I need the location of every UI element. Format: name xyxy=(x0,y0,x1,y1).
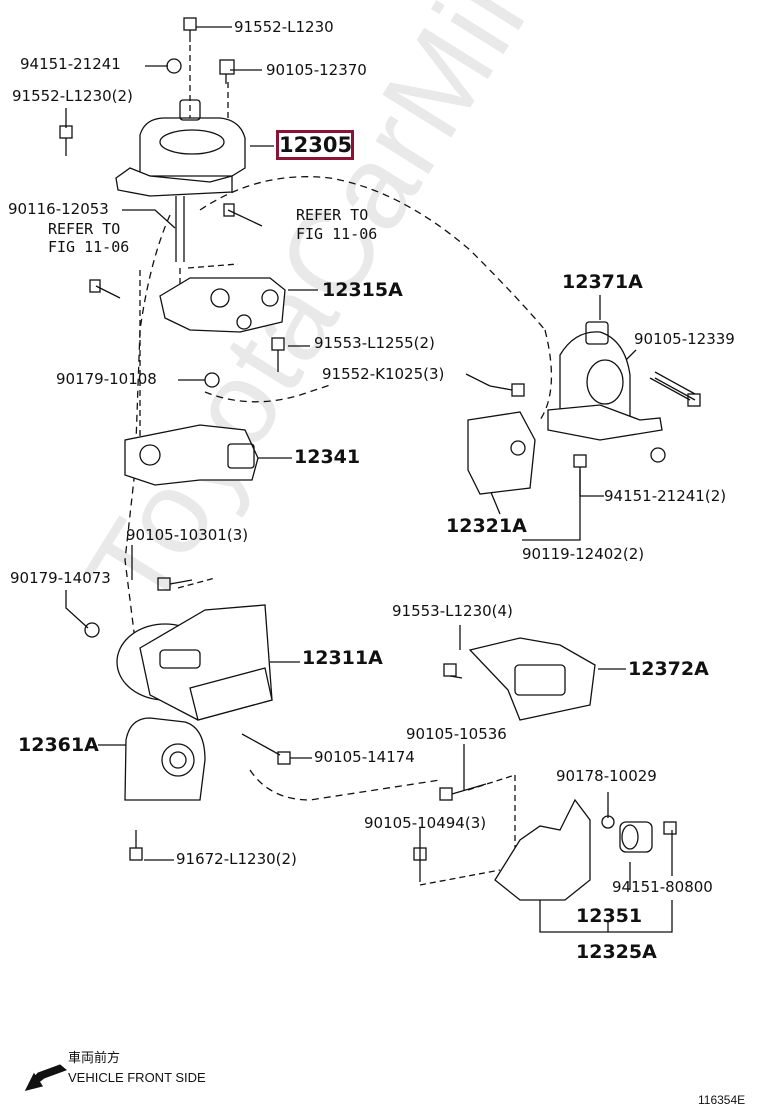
part-label-90179-14073[interactable]: 90179-14073 xyxy=(10,569,111,587)
part-label-90105-12339[interactable]: 90105-12339 xyxy=(634,330,735,348)
part-12305-mount xyxy=(115,99,246,262)
part-label-94151-21241-2[interactable]: 94151-21241(2) xyxy=(604,487,727,505)
part-12371A-mount xyxy=(547,321,696,441)
frame-outline-left xyxy=(124,214,171,641)
part-label-12321A[interactable]: 12321A xyxy=(446,515,527,537)
vehicle-front-jp: 車両前方 xyxy=(68,1050,121,1065)
part-label-12341[interactable]: 12341 xyxy=(294,446,361,468)
part-12372A-bracket xyxy=(468,637,596,721)
part-label-90119-12402-2[interactable]: 90119-12402(2) xyxy=(522,545,645,563)
refer-label-left-line2[interactable]: FIG 11-06 xyxy=(48,238,130,256)
vehicle-front-label: VEHICLE FRONT SIDE xyxy=(68,1070,206,1085)
part-label-91553-L1230-4[interactable]: 91553-L1230(4) xyxy=(392,602,513,620)
arrow-down-left-icon xyxy=(24,1064,67,1091)
part-label-91672-L1230-2[interactable]: 91672-L1230(2) xyxy=(176,850,297,868)
fasteners xyxy=(59,17,701,882)
part-label-90105-14174[interactable]: 90105-14174 xyxy=(314,748,415,766)
part-label-90105-10536[interactable]: 90105-10536 xyxy=(406,725,507,743)
part-label-91552-L1230[interactable]: 91552-L1230 xyxy=(234,18,334,36)
refer-label-left-line1: REFER TO xyxy=(48,220,121,238)
part-12315A-bracket xyxy=(159,277,286,333)
figure-id: 116354E xyxy=(698,1093,746,1107)
part-label-91553-L1255-2[interactable]: 91553-L1255(2) xyxy=(314,334,435,352)
part-label-12361A[interactable]: 12361A xyxy=(18,734,99,756)
part-label-12371A[interactable]: 12371A xyxy=(562,271,643,293)
part-label-90178-10029[interactable]: 90178-10029 xyxy=(556,767,657,785)
part-label-12325A[interactable]: 12325A xyxy=(576,941,657,963)
part-label-12311A[interactable]: 12311A xyxy=(302,647,383,669)
refer-label-right-line2[interactable]: FIG 11-06 xyxy=(296,225,378,243)
part-label-90116-12053[interactable]: 90116-12053 xyxy=(8,200,109,218)
part-label-91552-L1230-2[interactable]: 91552-L1230(2) xyxy=(12,87,133,105)
part-12325A-bracket xyxy=(494,798,653,901)
frame-outline-top xyxy=(199,176,546,331)
refer-label-right-line1: REFER TO xyxy=(296,206,369,224)
part-12341-bracket xyxy=(124,424,259,486)
part-label-12315A[interactable]: 12315A xyxy=(322,279,403,301)
part-label-94151-80800[interactable]: 94151-80800 xyxy=(612,878,713,896)
part-label-90105-10301-3[interactable]: 90105-10301(3) xyxy=(126,526,249,544)
part-12311A-bracket xyxy=(116,604,273,721)
part-12361A-mount xyxy=(124,717,206,801)
part-label-94151-21241[interactable]: 94151-21241 xyxy=(20,55,121,73)
part-12321A-bracket xyxy=(467,411,536,495)
part-label-12372A[interactable]: 12372A xyxy=(628,658,709,680)
part-label-91552-K1025-3[interactable]: 91552-K1025(3) xyxy=(322,365,445,383)
highlighted-part-12305[interactable]: 12305 xyxy=(276,130,354,160)
part-label-12351[interactable]: 12351 xyxy=(576,905,643,927)
part-label-90105-12370[interactable]: 90105-12370 xyxy=(266,61,367,79)
part-label-90105-10494-3[interactable]: 90105-10494(3) xyxy=(364,814,487,832)
highlight-part-number: 12305 xyxy=(279,133,353,157)
part-label-90179-10108[interactable]: 90179-10108 xyxy=(56,370,157,388)
